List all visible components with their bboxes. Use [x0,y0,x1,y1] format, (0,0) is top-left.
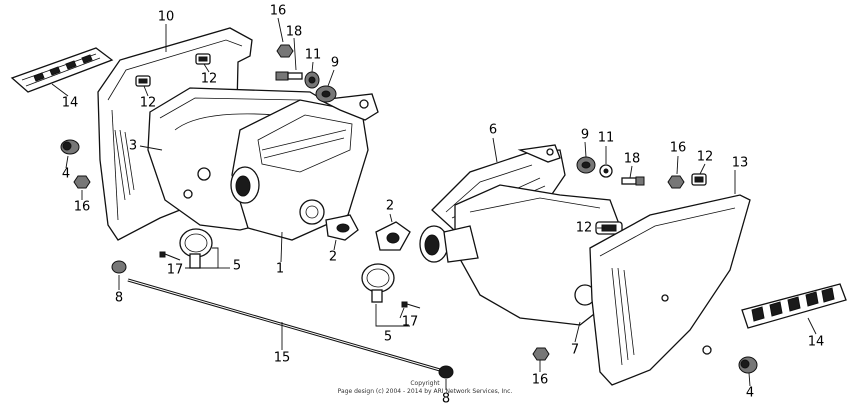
leader-lines [51,17,817,390]
bolt-18-top [275,71,303,81]
callout-16: 16 [74,200,91,215]
copyright-line-2: Page design (c) 2004 - 2014 by ARI Netwo… [338,388,513,395]
collar-11-top [304,71,320,89]
callout-16: 16 [670,141,687,156]
right-side-cover [589,194,751,386]
copyright-line-1: Copyright [410,380,440,387]
callout-9: 9 [331,56,339,71]
callout-5: 5 [233,259,241,274]
callout-7: 7 [571,343,579,358]
callout-2: 2 [329,250,337,265]
rubber-4-right [738,356,758,374]
air-cleaner-element-7 [419,184,626,326]
nut-16-left [73,175,91,189]
callout-12: 12 [140,96,157,111]
band-5-left [179,228,213,269]
callout-15: 15 [274,351,291,366]
screw-17-left [159,251,181,261]
callout-16: 16 [532,373,549,388]
callout-10: 10 [158,10,175,25]
rubber-4-left [60,139,80,155]
screw-17-right [401,301,421,309]
callout-11: 11 [305,48,322,63]
callout-8: 8 [442,392,450,407]
callout-5: 5 [384,330,392,345]
callout-4: 4 [62,167,70,182]
grommet-12-right [691,173,707,186]
nut-8-left [111,260,127,274]
callout-1: 1 [276,262,284,277]
bolt-18-right [621,176,645,186]
emblem-14-left [10,47,114,93]
callout-12: 12 [697,150,714,165]
air-cleaner-element-1 [230,93,379,241]
emblem-14-right [741,283,847,329]
callout-4: 4 [746,386,754,401]
callout-14: 14 [62,96,79,111]
grommet-9-right [576,156,596,174]
callout-6: 6 [489,123,497,138]
grommet-12-left-b [195,53,211,65]
callout-16: 16 [270,4,287,19]
callout-3: 3 [129,139,137,154]
nut-16-top [276,44,294,58]
callout-13: 13 [732,156,749,171]
rod-15 [127,278,441,372]
callout-2: 2 [386,199,394,214]
callout-12: 12 [201,72,218,87]
copyright-notice: Copyright Page design (c) 2004 - 2014 by… [338,380,513,395]
grommet-12-left-a [135,75,151,87]
tube-joint-2-right [375,221,411,251]
nut-16-right-top [667,175,685,189]
callout-9: 9 [581,128,589,143]
callout-12: 12 [576,221,593,236]
callout-11: 11 [598,131,615,146]
callout-14: 14 [808,335,825,350]
callout-18: 18 [286,25,303,40]
grommet-9-top [315,85,337,103]
callout-17: 17 [167,263,184,278]
callout-8: 8 [115,291,123,306]
tube-joint-2-left [325,214,359,241]
collar-11-right [599,164,613,178]
nut-16-bottom [532,347,550,361]
callout-labels: 10 16 18 11 9 12 12 14 3 4 16 1 2 17 5 8… [62,4,825,407]
callout-18: 18 [624,152,641,167]
nut-8-right [438,365,454,379]
band-5-right [361,263,395,303]
callout-17: 17 [402,315,419,330]
